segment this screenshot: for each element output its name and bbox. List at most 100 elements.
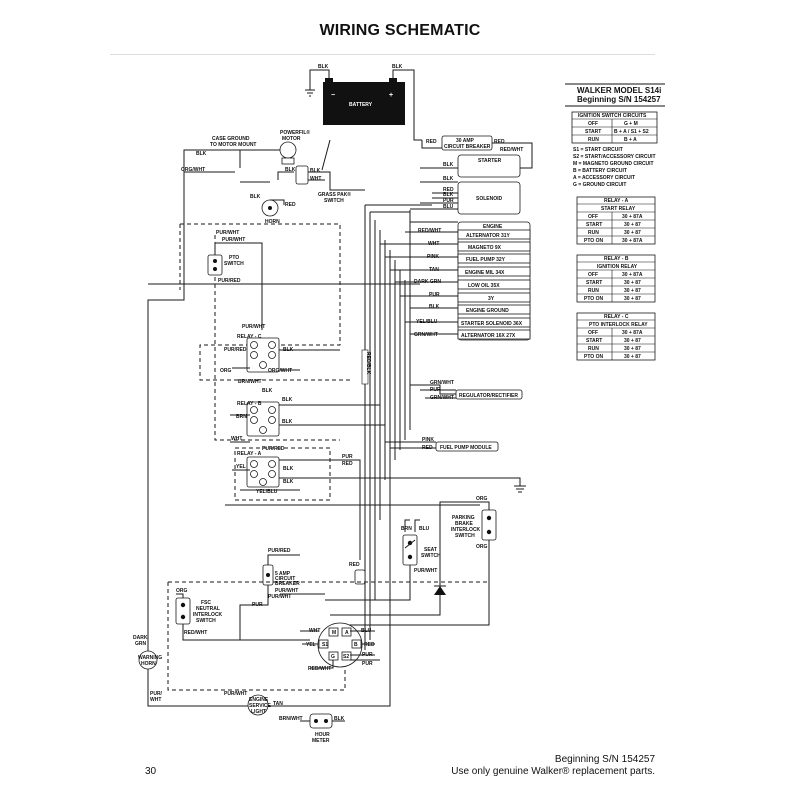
- wire-label: ORG: [476, 544, 488, 550]
- relay-label: RELAY - A: [237, 451, 262, 457]
- pto-label: PTO: [229, 255, 239, 261]
- wire-label: ORG: [176, 588, 188, 594]
- footer-notice: Use only genuine Walker® replacement par…: [451, 766, 655, 777]
- table-cell: 30 + 87: [624, 354, 641, 360]
- table-cell: 30 + 87: [624, 346, 641, 352]
- solenoid-label: SOLENOID: [476, 196, 503, 202]
- wire-label: ORG: [220, 368, 232, 374]
- wire-label: RED/WHT: [308, 666, 331, 672]
- wire-label: PUR: [430, 387, 441, 393]
- table-cell: 30 + 87A: [622, 330, 643, 336]
- seat-switch: [402, 534, 418, 566]
- wire-label: PINK: [427, 254, 439, 260]
- wire-label: PUR/WHT: [224, 691, 247, 697]
- ignition-term: G: [331, 654, 335, 660]
- wire-label: YEL/BLU: [416, 319, 438, 325]
- powerfil-label: POWERFIL®: [280, 129, 310, 136]
- seat-switch-label: SWITCH: [421, 553, 441, 559]
- wire-label: BLK: [282, 397, 293, 403]
- fsc-label: INTERLOCK: [193, 612, 223, 618]
- wire-label: PINK: [422, 437, 434, 443]
- engine-label: ENGINE: [483, 224, 503, 230]
- wire-label: PUR/RED: [218, 278, 241, 284]
- fsc-neutral-interlock-switch: [175, 597, 191, 625]
- parking-brake-switch: [481, 509, 497, 541]
- legend-item: G = GROUND CIRCUIT: [573, 182, 626, 188]
- wire-label: BRN/WHT: [279, 716, 303, 722]
- ignition-term: B: [354, 642, 358, 648]
- wire-label: YEL: [236, 464, 246, 470]
- wire-label: GRN: [135, 641, 147, 647]
- table-title: RELAY - A: [604, 198, 629, 204]
- footer-serial: Beginning S/N 154257: [554, 754, 655, 765]
- table-cell: PTO ON: [584, 238, 603, 244]
- engine-terminal: STARTER SOLENOID 36X: [461, 321, 523, 327]
- table-cell: START: [586, 280, 602, 286]
- engine-terminal: FUEL PUMP 32Y: [466, 257, 506, 263]
- engine-terminal: MAGNETO 9X: [468, 245, 502, 251]
- hour-meter: [309, 713, 333, 729]
- wire-label: WHT: [231, 436, 242, 442]
- relay-label: RELAY - B: [237, 401, 262, 407]
- wire-label: GRN/WHT: [430, 395, 454, 401]
- fsc-label: FSC: [201, 600, 211, 606]
- battery-minus-label: −: [331, 92, 335, 99]
- breaker-label: CIRCUIT BREAKER: [444, 144, 491, 150]
- table-cell: B + A: [624, 137, 637, 143]
- table-cell: OFF: [588, 121, 598, 127]
- fuel-pump-module: FUEL PUMP MODULE: [435, 441, 499, 452]
- relay-c-table: RELAY - C PTO INTERLOCK RELAY OFF 30 + 8…: [576, 312, 656, 361]
- table-cell: B + A / S1 + S2: [614, 129, 649, 135]
- table-cell: 30 + 87A: [622, 272, 643, 278]
- table-title: RELAY - C: [604, 314, 629, 320]
- relay-b-table: RELAY - B IGNITION RELAY OFF 30 + 87A ST…: [576, 254, 656, 303]
- table-subtitle: IGNITION RELAY: [597, 264, 638, 270]
- wire-label: RED: [494, 139, 505, 145]
- wire-label: WHT: [150, 697, 161, 703]
- wire-label: RED: [443, 187, 454, 193]
- engine-terminal: ALTERNATOR 16X 27X: [461, 333, 516, 339]
- relay-c: RELAY - C: [237, 334, 280, 373]
- pto-label: SWITCH: [224, 261, 244, 267]
- engine-terminal: 3Y: [488, 296, 495, 302]
- wire-label: RED/WHT: [500, 147, 523, 153]
- table-cell: 30 + 87: [624, 288, 641, 294]
- breaker-5-label: 5 AMP: [275, 571, 291, 577]
- wire-label: RED: [342, 461, 353, 467]
- relay-a-table: RELAY - A START RELAY OFF 30 + 87A START…: [576, 196, 656, 245]
- table-cell: START: [585, 129, 601, 135]
- wire-label: BLK: [196, 151, 207, 157]
- engine-terminal: ENGINE MIL 34X: [465, 270, 505, 276]
- model-serial: Beginning S/N 154257: [577, 95, 661, 104]
- wire-label: YEL: [306, 642, 316, 648]
- relay-label: RELAY - C: [237, 334, 262, 340]
- grass-pak-label: GRASS PAK®: [318, 191, 351, 198]
- table-cell: 30 + 87A: [622, 214, 643, 220]
- case-ground-label: TO MOTOR MOUNT: [210, 142, 256, 148]
- engine-service-label: SERVICE: [249, 703, 272, 709]
- breaker-5-label: CIRCUIT: [275, 576, 295, 582]
- diode: [434, 585, 446, 595]
- wire-label: TAN: [273, 701, 283, 707]
- wire-label: YEL/BLU: [256, 489, 278, 495]
- solenoid: SOLENOID: [457, 181, 521, 215]
- wire-label: ORG: [476, 496, 488, 502]
- parking-brake-label: BRAKE: [455, 521, 473, 527]
- horn: [261, 199, 279, 217]
- page-number: 30: [145, 766, 157, 777]
- fsc-label: SWITCH: [196, 618, 216, 624]
- table-cell: G + M: [624, 121, 638, 127]
- table-cell: 30 + 87A: [622, 238, 643, 244]
- engine-service-label: LIGHT: [251, 709, 266, 715]
- fuel-pump-module-label: FUEL PUMP MODULE: [440, 445, 492, 451]
- wire-label: BRN/WHT: [238, 379, 262, 385]
- info-panel: WALKER MODEL S14i Beginning S/N 154257 I…: [565, 83, 665, 361]
- battery-label: BATTERY: [349, 102, 373, 108]
- breaker-5-label: BREAKER: [275, 581, 300, 587]
- table-cell: 30 + 87: [624, 296, 641, 302]
- wire-label: PUR/RED: [224, 347, 247, 353]
- powerfil-motor: [279, 141, 297, 165]
- wire-label: PUR: [342, 454, 353, 460]
- table-cell: RUN: [588, 346, 599, 352]
- table-cell: OFF: [588, 214, 598, 220]
